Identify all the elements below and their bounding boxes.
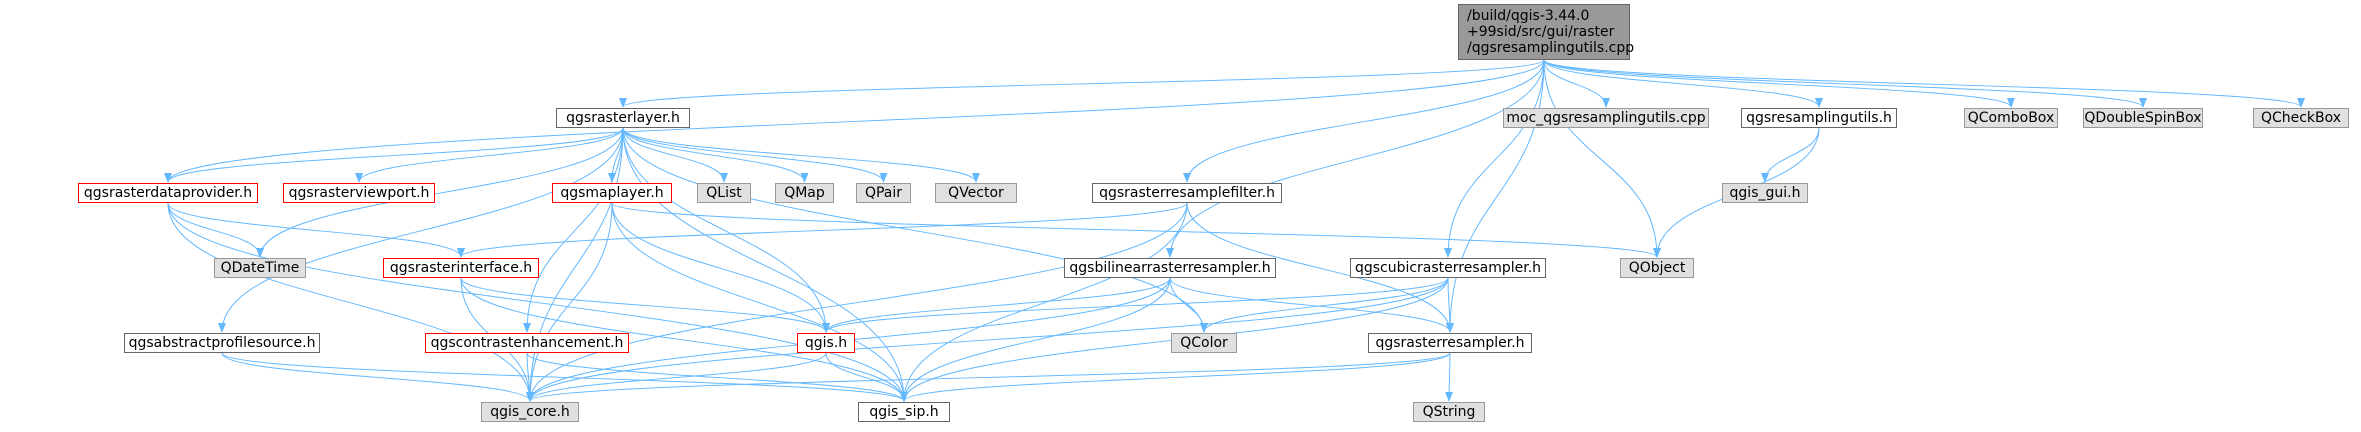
- edge-qgis-to-qgis_core: [526, 352, 827, 402]
- edge-qgsrasterlayer-to-qdatetime: [256, 127, 624, 258]
- node-qgscontrastenhancement[interactable]: qgscontrastenhancement.h: [425, 333, 629, 353]
- node-qgsabstractprofilesource[interactable]: qgsabstractprofilesource.h: [124, 333, 320, 353]
- node-qgsmaplayer[interactable]: qgsmaplayer.h: [552, 183, 672, 203]
- edge-root-to-qgsrasterresampler: [1446, 59, 1545, 333]
- edge-qgsrasterresamplefilter-to-qgsrasterresampler: [1186, 202, 1454, 333]
- edge-qgscubicrasterresampler-to-qcolor: [1200, 277, 1449, 333]
- edge-qgsrasterinterface-to-qgis_sip: [460, 277, 908, 402]
- edge-qgsbilinearrasterresampler-to-qgis: [822, 277, 1171, 333]
- edge-qgsrasterlayer-to-qlist: [622, 127, 728, 183]
- edge-root-to-moc: [1543, 59, 1610, 108]
- node-qgsrasterdataprovider[interactable]: qgsrasterdataprovider.h: [78, 183, 258, 203]
- edge-qgsresamplingutils-to-qgis_gui: [1761, 127, 1820, 183]
- edge-qgscontrastenhancement-to-qgis_core: [525, 352, 534, 402]
- edge-root-to-qgsrasterlayer: [619, 59, 1545, 108]
- node-qcolor: QColor: [1171, 333, 1237, 353]
- node-qcheckbox: QCheckBox: [2253, 108, 2349, 128]
- node-qobject: QObject: [1620, 258, 1694, 278]
- node-qgsrasterresampler[interactable]: qgsrasterresampler.h: [1368, 333, 1532, 353]
- node-qgsrasterresamplefilter[interactable]: qgsrasterresamplefilter.h: [1092, 183, 1282, 203]
- edge-qgsmaplayer-to-qobject: [611, 202, 1661, 258]
- edge-qgsrasterdataprovider-to-qdatetime: [167, 202, 264, 258]
- node-qdatetime: QDateTime: [214, 258, 306, 278]
- edge-qgsrasterinterface-to-qgis: [460, 277, 830, 333]
- node-moc-qgsresamplingutils: moc_qgsresamplingutils.cpp: [1503, 108, 1709, 128]
- edge-qgsrasterresampler-to-qstring: [1445, 352, 1454, 402]
- node-qcombobox: QComboBox: [1964, 108, 2058, 128]
- edge-root-to-qobject: [1543, 59, 1661, 258]
- edge-qgsrasterresampler-to-qgis_sip: [900, 352, 1451, 402]
- node-qgscubicrasterresampler[interactable]: qgscubicrasterresampler.h: [1350, 258, 1546, 278]
- edge-qgscontrastenhancement-to-qgis_sip: [526, 352, 908, 402]
- edge-root-to-qgsresamplingutils: [1543, 59, 1823, 108]
- edge-qgsmaplayer-to-qgis_core: [526, 202, 613, 402]
- edge-qgscubicrasterresampler-to-qgsrasterresampler: [1445, 277, 1454, 333]
- node-qgsrasterlayer[interactable]: qgsrasterlayer.h: [556, 108, 690, 128]
- edge-qgsrasterlayer-to-qpair: [622, 127, 888, 183]
- edge-root-to-qgscubicrasterresampler: [1444, 59, 1545, 258]
- edge-qgsrasterlayer-to-qgis: [622, 127, 830, 333]
- edge-qgsrasterlayer-to-qcolor: [622, 127, 1208, 333]
- edge-qgsmaplayer-to-qgis: [611, 202, 830, 333]
- edge-qgsrasterresamplefilter-to-qgis_sip: [900, 202, 1188, 402]
- node-qpair: QPair: [856, 183, 911, 203]
- edge-qgsrasterlayer-to-qgsrasterdataprovider: [164, 127, 624, 183]
- node-qstring: QString: [1413, 402, 1485, 422]
- edge-qgsbilinearrasterresampler-to-qgsrasterresampler: [1169, 277, 1454, 333]
- edge-qgsrasterlayer-to-qmap: [622, 127, 809, 183]
- node-qgis[interactable]: qgis.h: [797, 333, 855, 353]
- edge-root-to-qgsrasterdataprovider: [164, 59, 1545, 183]
- edge-qgsrasterlayer-to-qgscontrastenhancement: [523, 127, 624, 333]
- edge-qgsrasterlayer-to-qgis_sip: [622, 127, 908, 402]
- node-qgsresamplingutils[interactable]: qgsresamplingutils.h: [1741, 108, 1897, 128]
- edge-qgsrasterlayer-to-qvector: [622, 127, 980, 183]
- edge-qgis-to-qgis_sip: [825, 352, 908, 402]
- node-qgis-gui: qgis_gui.h: [1722, 183, 1808, 203]
- edge-qgsrasterresamplefilter-to-qgis_core: [526, 202, 1188, 402]
- edge-root-to-qgsbilinearrasterresampler: [1166, 59, 1545, 258]
- edge-qgsrasterlayer-to-qgsrasterviewport: [355, 127, 624, 183]
- edge-qgsabstractprofilesource-to-qgis_sip: [221, 352, 908, 402]
- edge-qgsbilinearrasterresampler-to-qgis_sip: [900, 277, 1171, 402]
- edge-qgsrasterresamplefilter-to-qgsrasterinterface: [457, 202, 1188, 258]
- edge-qgsrasterresampler-to-qgis_core: [526, 352, 1451, 402]
- node-qdoublespinbox: QDoubleSpinBox: [2083, 108, 2203, 128]
- node-qlist: QList: [697, 183, 751, 203]
- node-qvector: QVector: [935, 183, 1017, 203]
- edge-qgsrasterdataprovider-to-qgis_sip: [167, 202, 908, 402]
- edge-root-to-qgsrasterresamplefilter: [1183, 59, 1545, 183]
- edge-root-to-qcheckbox: [1543, 59, 2305, 108]
- edge-qgsabstractprofilesource-to-qgis_core: [221, 352, 534, 402]
- edge-qgsrasterdataprovider-to-qgsrasterinterface: [167, 202, 465, 258]
- node-qmap: QMap: [775, 183, 834, 203]
- edge-qgsrasterlayer-to-qgsabstractprofilesource: [218, 127, 624, 333]
- node-qgis-sip[interactable]: qgis_sip.h: [858, 402, 950, 422]
- edge-qgscubicrasterresampler-to-qgis: [822, 277, 1449, 333]
- node-qgsrasterviewport[interactable]: qgsrasterviewport.h: [283, 183, 435, 203]
- node-qgsrasterinterface[interactable]: qgsrasterinterface.h: [383, 258, 539, 278]
- node-qgis-core: qgis_core.h: [481, 402, 579, 422]
- edge-qgsrasterdataprovider-to-qgis_core: [167, 202, 534, 402]
- node-qgsbilinearrasterresampler[interactable]: qgsbilinearrasterresampler.h: [1064, 258, 1276, 278]
- edge-qgsbilinearrasterresampler-to-qcolor: [1169, 277, 1208, 333]
- edge-root-to-qdoublespinbox: [1543, 59, 2147, 108]
- edge-root-to-qcombobox: [1543, 59, 2015, 108]
- edge-qgsrasterlayer-to-qgis_core: [526, 127, 624, 402]
- node-root-file[interactable]: /build/qgis-3.44.0+99sid/src/gui/raster/…: [1458, 4, 1634, 60]
